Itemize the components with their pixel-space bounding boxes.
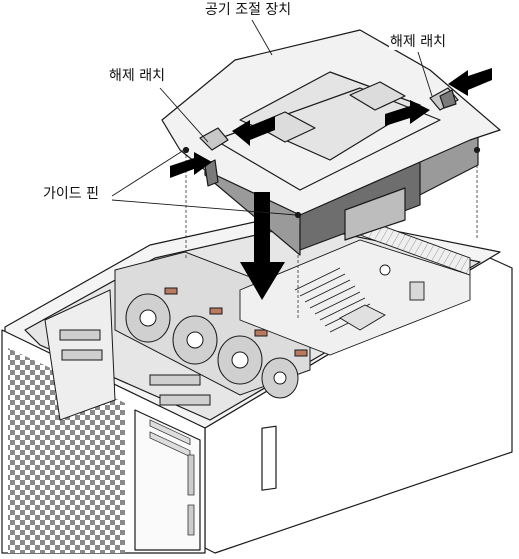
leader-latch-right — [417, 51, 433, 97]
action-arrows — [170, 68, 492, 300]
air-baffle-ridge — [214, 87, 441, 191]
side-panel-slot — [261, 425, 277, 491]
drive-cage — [44, 289, 211, 421]
leader-guide-pin-1 — [111, 149, 185, 197]
leader-lines — [111, 19, 433, 216]
front-bezel-inner — [134, 409, 201, 551]
label-air-baffle: 공기 조절 장치 — [204, 2, 293, 18]
system-board-plate — [239, 239, 471, 356]
fan-handles — [164, 287, 308, 357]
leader-latch-left — [159, 87, 209, 143]
board-connector — [409, 281, 425, 301]
processor-socket — [339, 304, 386, 331]
drive-bay-indicators — [149, 419, 195, 536]
push-arrow-right-top-icon — [448, 68, 492, 96]
push-arrow-left-top-icon — [232, 116, 275, 146]
guide-pin-left — [182, 146, 190, 154]
fan-row — [125, 293, 299, 399]
release-latch-right — [429, 87, 459, 111]
leader-guide-pin-2 — [111, 199, 297, 216]
guide-pin-center — [294, 211, 302, 219]
air-baffle-rib — [349, 81, 406, 111]
leader-air-baffle — [251, 19, 273, 56]
system-board — [239, 224, 471, 356]
push-arrow-left-bottom-icon — [170, 152, 212, 178]
label-release-latch-right: 해제 래치 — [389, 34, 447, 50]
air-baffle — [161, 29, 501, 256]
guide-pin-right — [473, 146, 481, 154]
label-release-latch-left: 해제 래치 — [108, 68, 166, 84]
board-component — [379, 264, 391, 276]
push-arrow-right-bottom-icon — [385, 100, 430, 126]
lower-baffle-arrow-icon — [240, 192, 285, 300]
air-baffle-duct-light — [344, 187, 406, 241]
label-guide-pin: 가이드 핀 — [42, 186, 100, 202]
release-latch-left — [199, 127, 229, 187]
